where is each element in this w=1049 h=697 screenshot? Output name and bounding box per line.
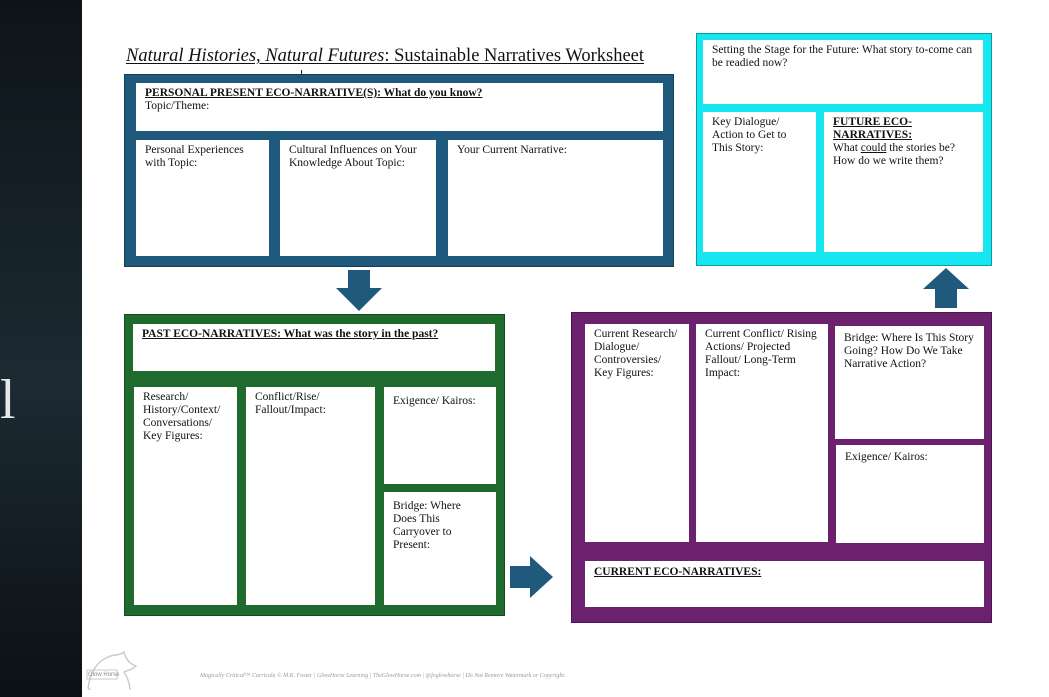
future-narratives-box[interactable]: FUTURE ECO-NARRATIVES: What could the st… (824, 112, 983, 252)
past-bridge-label: Bridge: Where Does This Carryover to Pre… (393, 500, 461, 551)
past-conflict-box[interactable]: Conflict/Rise/ Fallout/Impact: (246, 387, 375, 605)
past-heading-box[interactable]: PAST ECO-NARRATIVES: What was the story … (133, 324, 495, 371)
current-research-label: Current Research/ Dialogue/ Controversie… (594, 328, 678, 379)
future-setting-label: Setting the Stage for the Future: What s… (712, 44, 973, 69)
current-conflict-label: Current Conflict/ Rising Actions/ Projec… (705, 328, 817, 379)
past-heading: PAST ECO-NARRATIVES: What was the story … (142, 328, 439, 340)
past-conflict-label: Conflict/Rise/ Fallout/Impact: (255, 391, 326, 416)
backdrop-edge-glyph: l (0, 369, 16, 431)
copyright-watermark: Magically Critical™ Curricula © M.K. Fos… (200, 673, 566, 679)
current-narrative-box[interactable]: Your Current Narrative: (448, 140, 663, 256)
past-bridge-box[interactable]: Bridge: Where Does This Carryover to Pre… (384, 492, 496, 605)
backdrop (0, 0, 82, 697)
worksheet-title: Natural Histories, Natural Futures: Sust… (126, 46, 644, 67)
personal-present-section: PERSONAL PRESENT ECO-NARRATIVE(S): What … (124, 74, 674, 267)
experiences-label: Personal Experiences with Topic: (145, 144, 244, 169)
current-bridge-box[interactable]: Bridge: Where Is This Story Going? How D… (835, 326, 984, 439)
personal-topic-box[interactable]: PERSONAL PRESENT ECO-NARRATIVE(S): What … (136, 83, 663, 131)
worksheet-page: Natural Histories, Natural Futures: Sust… (82, 0, 1049, 697)
title-italic: Natural Histories, Natural Futures (126, 46, 385, 66)
current-exigence-label: Exigence/ Kairos: (845, 451, 928, 463)
current-research-box[interactable]: Current Research/ Dialogue/ Controversie… (585, 324, 689, 542)
arrow-up-icon (923, 268, 969, 308)
personal-heading: PERSONAL PRESENT ECO-NARRATIVE(S): What … (145, 87, 483, 99)
current-heading: CURRENT ECO-NARRATIVES: (594, 566, 762, 578)
current-narrative-label: Your Current Narrative: (457, 144, 567, 156)
current-section: Current Research/ Dialogue/ Controversie… (571, 312, 992, 623)
current-conflict-box[interactable]: Current Conflict/ Rising Actions/ Projec… (696, 324, 828, 542)
future-section: Setting the Stage for the Future: What s… (696, 33, 992, 266)
logo-text: Glow Horse (88, 672, 120, 678)
future-dialogue-box[interactable]: Key Dialogue/ Action to Get to This Stor… (703, 112, 816, 252)
future-question: What could the stories be? How do we wri… (833, 142, 974, 168)
future-question-post: the stories be? How do we write them? (833, 141, 956, 167)
current-exigence-box[interactable]: Exigence/ Kairos: (836, 445, 984, 543)
cultural-label: Cultural Influences on Your Knowledge Ab… (289, 144, 417, 169)
current-heading-box[interactable]: CURRENT ECO-NARRATIVES: (585, 561, 984, 607)
future-question-could: could (860, 141, 887, 154)
arrow-right-icon (510, 556, 553, 598)
arrow-down-icon (336, 270, 382, 311)
personal-experiences-box[interactable]: Personal Experiences with Topic: (136, 140, 269, 256)
future-heading: FUTURE ECO-NARRATIVES: (833, 116, 913, 141)
title-rest: : Sustainable Narratives Worksheet (384, 46, 645, 66)
past-research-label: Research/ History/Context/ Conversations… (143, 391, 221, 442)
past-exigence-label: Exigence/ Kairos: (393, 395, 476, 407)
current-bridge-label: Bridge: Where Is This Story Going? How D… (844, 332, 974, 370)
cultural-influences-box[interactable]: Cultural Influences on Your Knowledge Ab… (280, 140, 436, 256)
future-question-pre: What (833, 141, 861, 154)
past-exigence-box[interactable]: Exigence/ Kairos: (384, 387, 496, 484)
past-section: PAST ECO-NARRATIVES: What was the story … (124, 314, 505, 616)
past-research-box[interactable]: Research/ History/Context/ Conversations… (134, 387, 237, 605)
glow-horse-logo-icon (86, 650, 138, 690)
future-setting-box[interactable]: Setting the Stage for the Future: What s… (703, 40, 983, 104)
topic-label: Topic/Theme: (145, 99, 210, 112)
future-dialogue-label: Key Dialogue/ Action to Get to This Stor… (712, 116, 787, 154)
